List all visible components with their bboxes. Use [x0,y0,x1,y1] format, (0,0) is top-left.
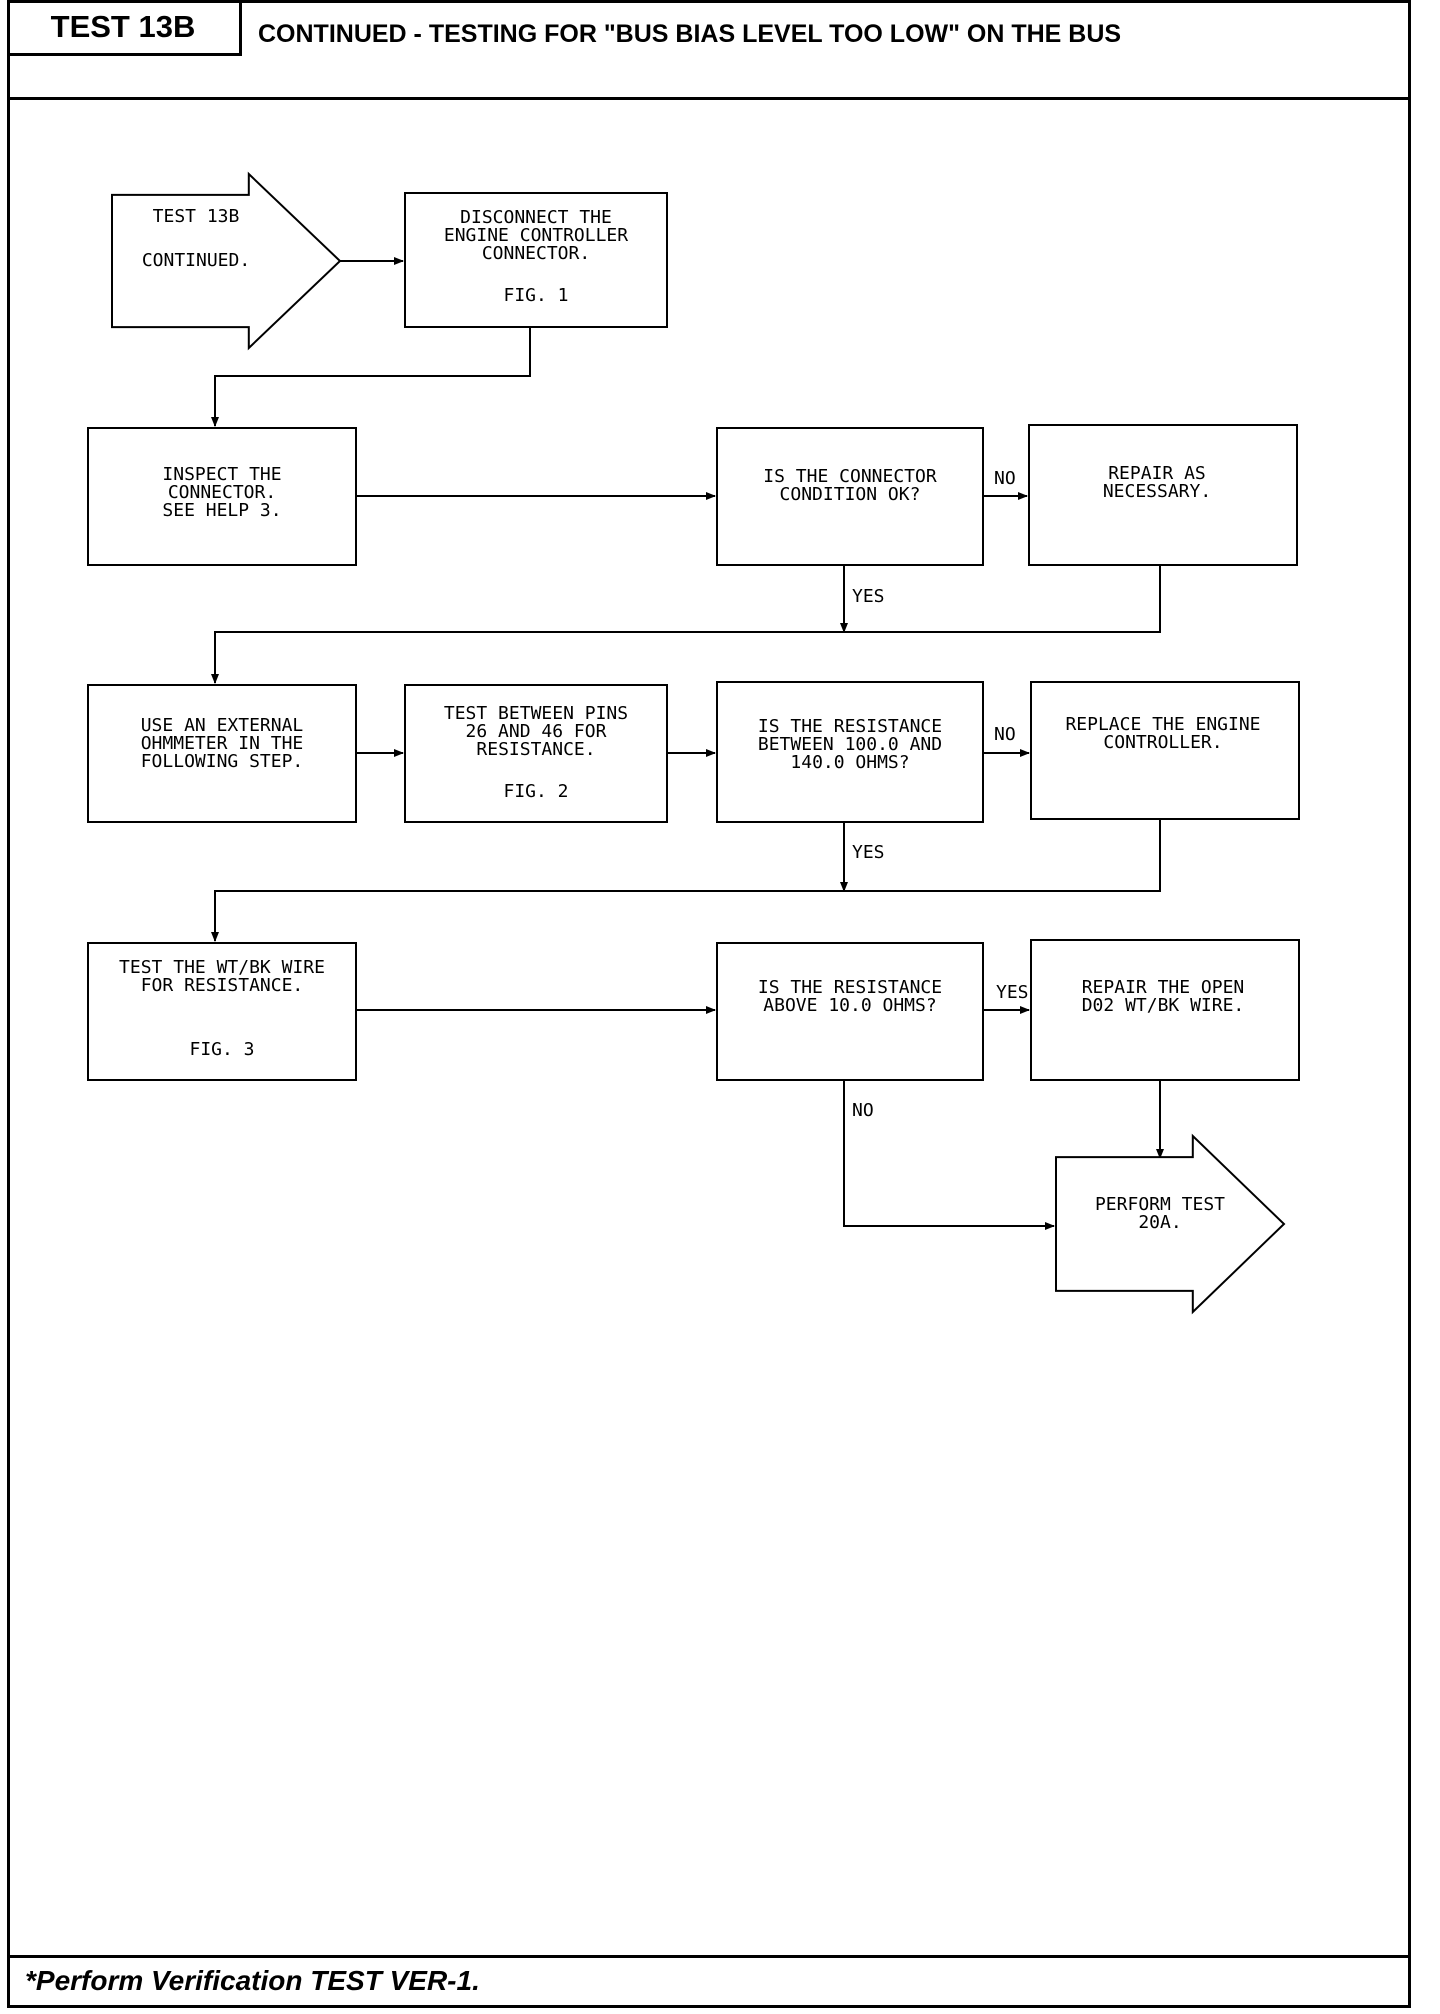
flow-arrow-shape [1055,1133,1286,1315]
flow-box-shape [1030,939,1300,1081]
flow-arrow-shape [111,171,342,351]
flow-box-shape [716,942,984,1081]
flow-node-start: TEST 13B CONTINUED. [111,171,342,351]
flow-box-shape [404,684,668,823]
flow-edge-label: NO [852,1100,874,1121]
verification-note: *Perform Verification TEST VER-1. [25,1965,480,1996]
flow-node-text: CONTINUED. [142,250,250,271]
flow-edge-label: NO [994,468,1016,489]
flow-connector-disconnect-to-inspect [211,327,531,427]
flow-edge-label: YES [996,982,1029,1003]
flow-node-text: 140.0 OHMS? [790,752,909,773]
flow-node-text: FOR RESISTANCE. [141,975,304,996]
flow-edge-label: YES [852,586,885,607]
flow-node-text: TEST 13B [153,206,240,227]
flow-node-text: OHMMETER IN THE [141,733,304,754]
flow-node-text: FIG. 1 [503,285,568,306]
flow-node-text: REPAIR THE OPEN [1082,977,1245,998]
flow-node-text: RESISTANCE. [476,739,595,760]
flow-node-text: FOLLOWING STEP. [141,751,304,772]
test-id-label: TEST 13B [7,0,242,56]
flow-node-text: REPLACE THE ENGINE [1065,714,1260,735]
flow-node-text: INSPECT THE [162,464,281,485]
flow-box-shape [87,684,357,823]
edge-label-layer: NO YES NO YES YES NO [852,468,1029,1121]
flow-node-text: D02 WT/BK WIRE. [1082,995,1245,1016]
header-row [7,0,1411,100]
flow-node-text: REPAIR AS [1108,463,1206,484]
flow-node-text: IS THE RESISTANCE [758,977,942,998]
flow-box-shape [716,427,984,566]
flow-edge-label: YES [852,842,885,863]
flow-node-text: IS THE RESISTANCE [758,716,942,737]
flow-box-shape [87,427,357,566]
flow-node-text: 20A. [1138,1212,1181,1233]
flow-node-text: USE AN EXTERNAL [141,715,304,736]
flow-box-shape [1028,424,1298,566]
flow-connector-repair-to-ohmmeter [211,565,1161,684]
flow-node-text: NECESSARY. [1103,481,1211,502]
flow-node-text: PERFORM TEST [1095,1194,1225,1215]
flow-node-text: FIG. 2 [503,781,568,802]
flow-node-text: ABOVE 10.0 OHMS? [763,995,936,1016]
page-frame [7,0,1411,2008]
connector-layer [211,257,1164,1230]
flow-node-text: CONNECTOR. [168,482,276,503]
flow-node-text: TEST THE WT/BK WIRE [119,957,325,978]
flow-node-text: BETWEEN 100.0 AND [758,734,942,755]
flow-connector-q-above-to-perform [843,1080,1055,1230]
flow-box-shape [404,192,668,328]
flow-node-text: TEST BETWEEN PINS [444,703,628,724]
flow-node-text: CONDITION OK? [780,484,921,505]
flow-connector-replace-to-test-wire [211,819,1161,942]
footer-row [7,1955,1411,2008]
flow-edge-label: NO [994,724,1016,745]
flow-box-shape [1030,681,1300,820]
flow-node-text: 26 AND 46 FOR [466,721,607,742]
flow-node-text: DISCONNECT THE [460,207,612,228]
flow-box-shape [87,942,357,1081]
flow-node-text: IS THE CONNECTOR [763,466,937,487]
page-title: CONTINUED - TESTING FOR "BUS BIAS LEVEL … [258,20,1122,48]
flow-node-text: FIG. 3 [189,1039,254,1060]
flow-node-text: ENGINE CONTROLLER [444,225,628,246]
flow-node-text: CONTROLLER. [1103,732,1222,753]
flow-node-text: SEE HELP 3. [162,500,281,521]
flow-node-text: CONNECTOR. [482,243,590,264]
flow-box-shape [716,681,984,823]
